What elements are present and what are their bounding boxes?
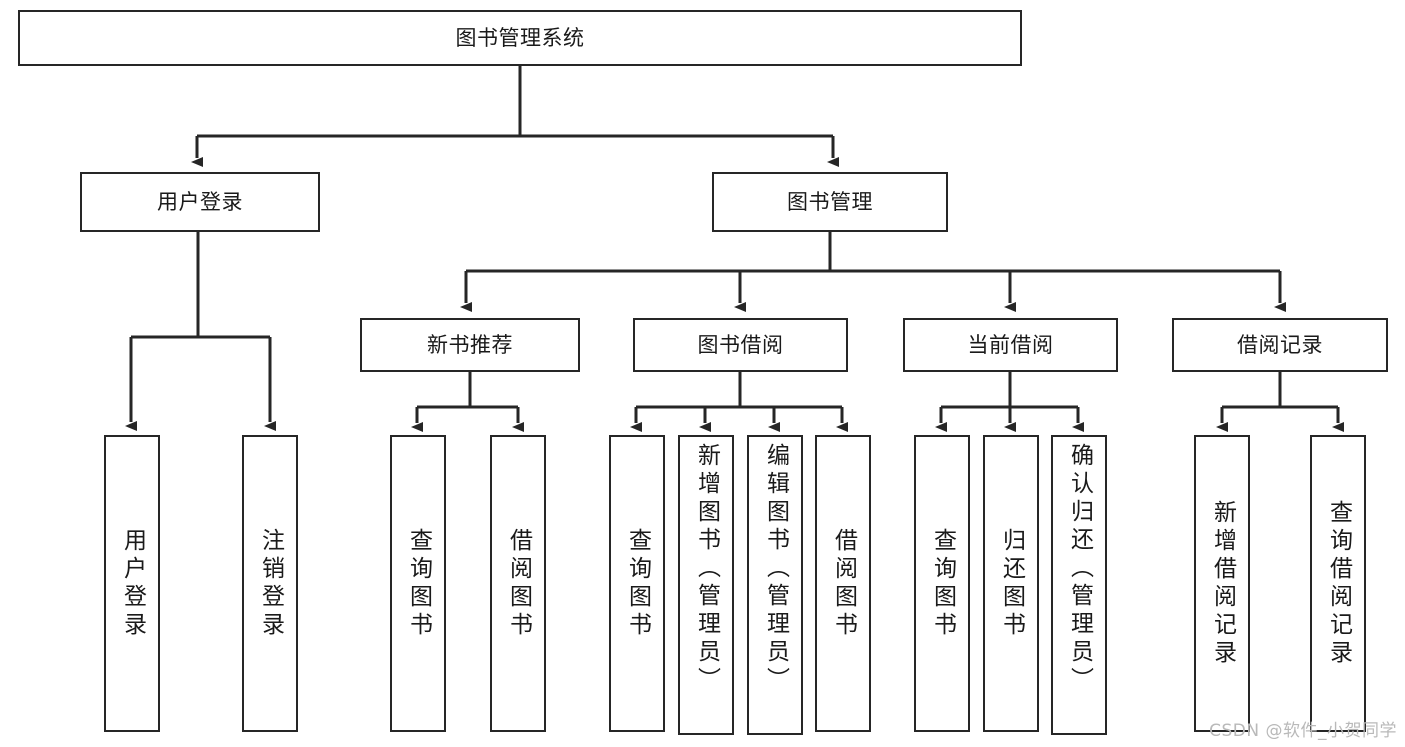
node-label: 借阅图书 [830, 527, 857, 640]
leaf-current-return-book[interactable]: 归还图书 [983, 435, 1039, 732]
node-user-login[interactable]: 用户登录 [80, 172, 320, 232]
node-label: 查询图书 [624, 527, 651, 640]
node-label: 借阅记录 [1237, 332, 1323, 357]
node-label: 查询图书 [929, 527, 956, 640]
node-label: 新增图书（管理员） [693, 443, 720, 695]
node-borrow-record[interactable]: 借阅记录 [1172, 318, 1388, 372]
leaf-borrow-add-book-admin[interactable]: 新增图书（管理员） [678, 435, 734, 735]
leaf-borrow-query-book[interactable]: 查询图书 [609, 435, 665, 732]
node-label: 图书管理 [787, 189, 873, 214]
node-label: 用户登录 [157, 189, 243, 214]
node-label: 确认归还（管理员） [1066, 443, 1093, 695]
leaf-current-confirm-return-admin[interactable]: 确认归还（管理员） [1051, 435, 1107, 735]
node-label: 查询图书 [405, 527, 432, 640]
leaf-borrow-edit-book-admin[interactable]: 编辑图书（管理员） [747, 435, 803, 735]
leaf-current-query-book[interactable]: 查询图书 [914, 435, 970, 732]
leaf-borrow-borrow-book[interactable]: 借阅图书 [815, 435, 871, 732]
node-book-borrow[interactable]: 图书借阅 [633, 318, 848, 372]
node-label: 注销登录 [257, 527, 284, 640]
node-label: 借阅图书 [505, 527, 532, 640]
node-label: 新书推荐 [427, 332, 513, 357]
leaf-record-query-record[interactable]: 查询借阅记录 [1310, 435, 1366, 732]
watermark-text: CSDN @软件_小贺同学 [1209, 721, 1397, 741]
leaf-user-login-logout[interactable]: 注销登录 [242, 435, 298, 732]
leaf-new-book-query[interactable]: 查询图书 [390, 435, 446, 732]
node-label: 当前借阅 [967, 332, 1054, 357]
node-book-management[interactable]: 图书管理 [712, 172, 948, 232]
leaf-record-add-record[interactable]: 新增借阅记录 [1194, 435, 1250, 732]
node-label: 用户登录 [119, 527, 146, 640]
node-current-borrow[interactable]: 当前借阅 [903, 318, 1118, 372]
node-new-book-recommend[interactable]: 新书推荐 [360, 318, 580, 372]
node-label: 图书借阅 [697, 332, 784, 357]
node-label: 查询借阅记录 [1325, 499, 1352, 668]
node-label: 编辑图书（管理员） [762, 443, 789, 695]
leaf-user-login-login[interactable]: 用户登录 [104, 435, 160, 732]
node-label: 归还图书 [998, 527, 1025, 640]
node-root-book-management-system[interactable]: 图书管理系统 [18, 10, 1022, 66]
leaf-new-book-borrow[interactable]: 借阅图书 [490, 435, 546, 732]
node-label: 新增借阅记录 [1209, 499, 1236, 668]
node-label: 图书管理系统 [455, 25, 585, 50]
